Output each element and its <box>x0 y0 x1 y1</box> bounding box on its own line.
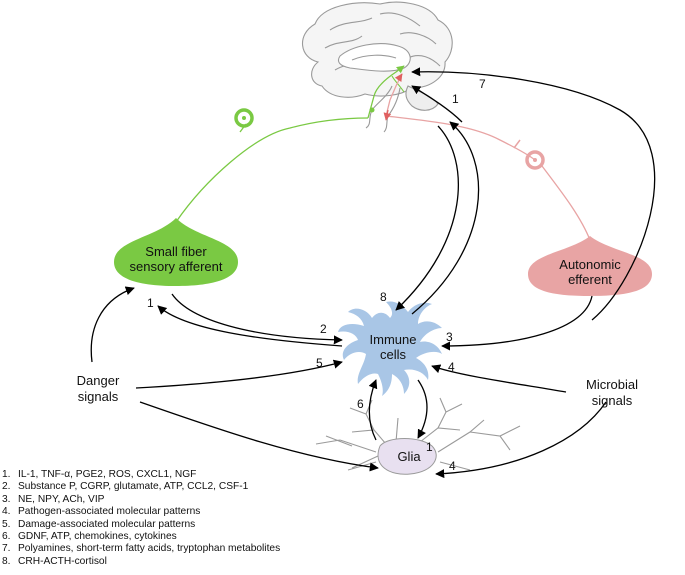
autonomic-label-line1: Autonomic <box>559 257 621 272</box>
legend-item: 1.IL-1, TNF-α, PGE2, ROS, CXCL1, NGF <box>2 469 197 480</box>
arrow-1-to-sensory <box>157 305 343 347</box>
arrow-1-to-glia <box>417 379 428 439</box>
microbial-label-line1: Microbial <box>586 377 638 392</box>
legend-item: 5.Damage-associated molecular patterns <box>2 518 196 530</box>
legend-item: 8.CRH-ACTH-cortisol <box>2 555 107 567</box>
glia-label: Glia <box>397 449 421 464</box>
legend-item: 4.Pathogen-associated molecular patterns <box>2 506 201 518</box>
arrow-2-to-immune <box>171 293 343 345</box>
label-1-brain: 1 <box>452 92 459 106</box>
legend-item: 2.Substance P, CGRP, glutamate, ATP, CCL… <box>2 481 249 493</box>
arrow-5-to-immune <box>135 359 343 389</box>
arrow-6-to-immune <box>368 379 378 441</box>
arrow-8-to-immune <box>395 125 459 311</box>
immune-label-line1: Immune <box>370 332 417 347</box>
autonomic-pathway <box>383 73 652 296</box>
label-8: 8 <box>380 290 387 304</box>
microbial-label-line2: signals <box>592 393 633 408</box>
sensory-afferent-shape <box>114 218 238 286</box>
legend-item: 3.NE, NPY, ACh, VIP <box>2 493 105 505</box>
sensory-pathway <box>114 65 405 286</box>
node-labels: Small fiber sensory afferent Autonomic e… <box>77 244 638 464</box>
label-3: 3 <box>446 330 453 344</box>
glia-cell-body <box>377 438 437 475</box>
legend: 1.IL-1, TNF-α, PGE2, ROS, CXCL1, NGF 2.S… <box>2 469 280 568</box>
arrow-7-to-brain <box>411 67 656 321</box>
arrow-danger-to-glia <box>139 401 379 472</box>
autonomic-efferent-shape <box>528 236 652 296</box>
immune-cell-shape <box>338 301 442 396</box>
label-2: 2 <box>320 322 327 336</box>
arrow-1-to-brain <box>411 85 463 123</box>
autonomic-label-line2: efferent <box>568 272 612 287</box>
sensory-label-line1: Small fiber <box>145 244 207 259</box>
label-4-glia: 4 <box>449 459 456 473</box>
arrow-number-labels: 1 7 8 1 2 3 5 4 6 1 4 <box>147 77 486 473</box>
label-6: 6 <box>357 397 364 411</box>
arrow-4-to-immune <box>431 364 567 393</box>
neuro-immune-diagram: Small fiber sensory afferent Autonomic e… <box>77 1 656 479</box>
sensory-ganglion-icon <box>234 108 254 128</box>
arrows <box>90 67 656 479</box>
label-7: 7 <box>479 77 486 91</box>
brain-illustration <box>302 1 453 133</box>
label-5: 5 <box>316 356 323 370</box>
immune-label-line2: cells <box>380 347 407 362</box>
autonomic-ganglion-icon <box>525 150 545 170</box>
sensory-label-line2: sensory afferent <box>130 259 223 274</box>
label-1-glia: 1 <box>426 440 433 454</box>
arrow-3-to-immune <box>441 295 593 351</box>
arrow-1-immune-to-brain <box>411 121 480 315</box>
legend-item: 7.Polyamines, short-term fatty acids, tr… <box>2 543 281 555</box>
arrow-danger-to-sensory <box>90 286 135 363</box>
label-1-sensory: 1 <box>147 296 154 310</box>
legend-item: 6.GDNF, ATP, chemokines, cytokines <box>2 531 177 543</box>
arrow-4-to-glia <box>435 401 607 479</box>
label-4-immune: 4 <box>448 360 455 374</box>
danger-label-line1: Danger <box>77 373 120 388</box>
danger-label-line2: signals <box>78 389 119 404</box>
